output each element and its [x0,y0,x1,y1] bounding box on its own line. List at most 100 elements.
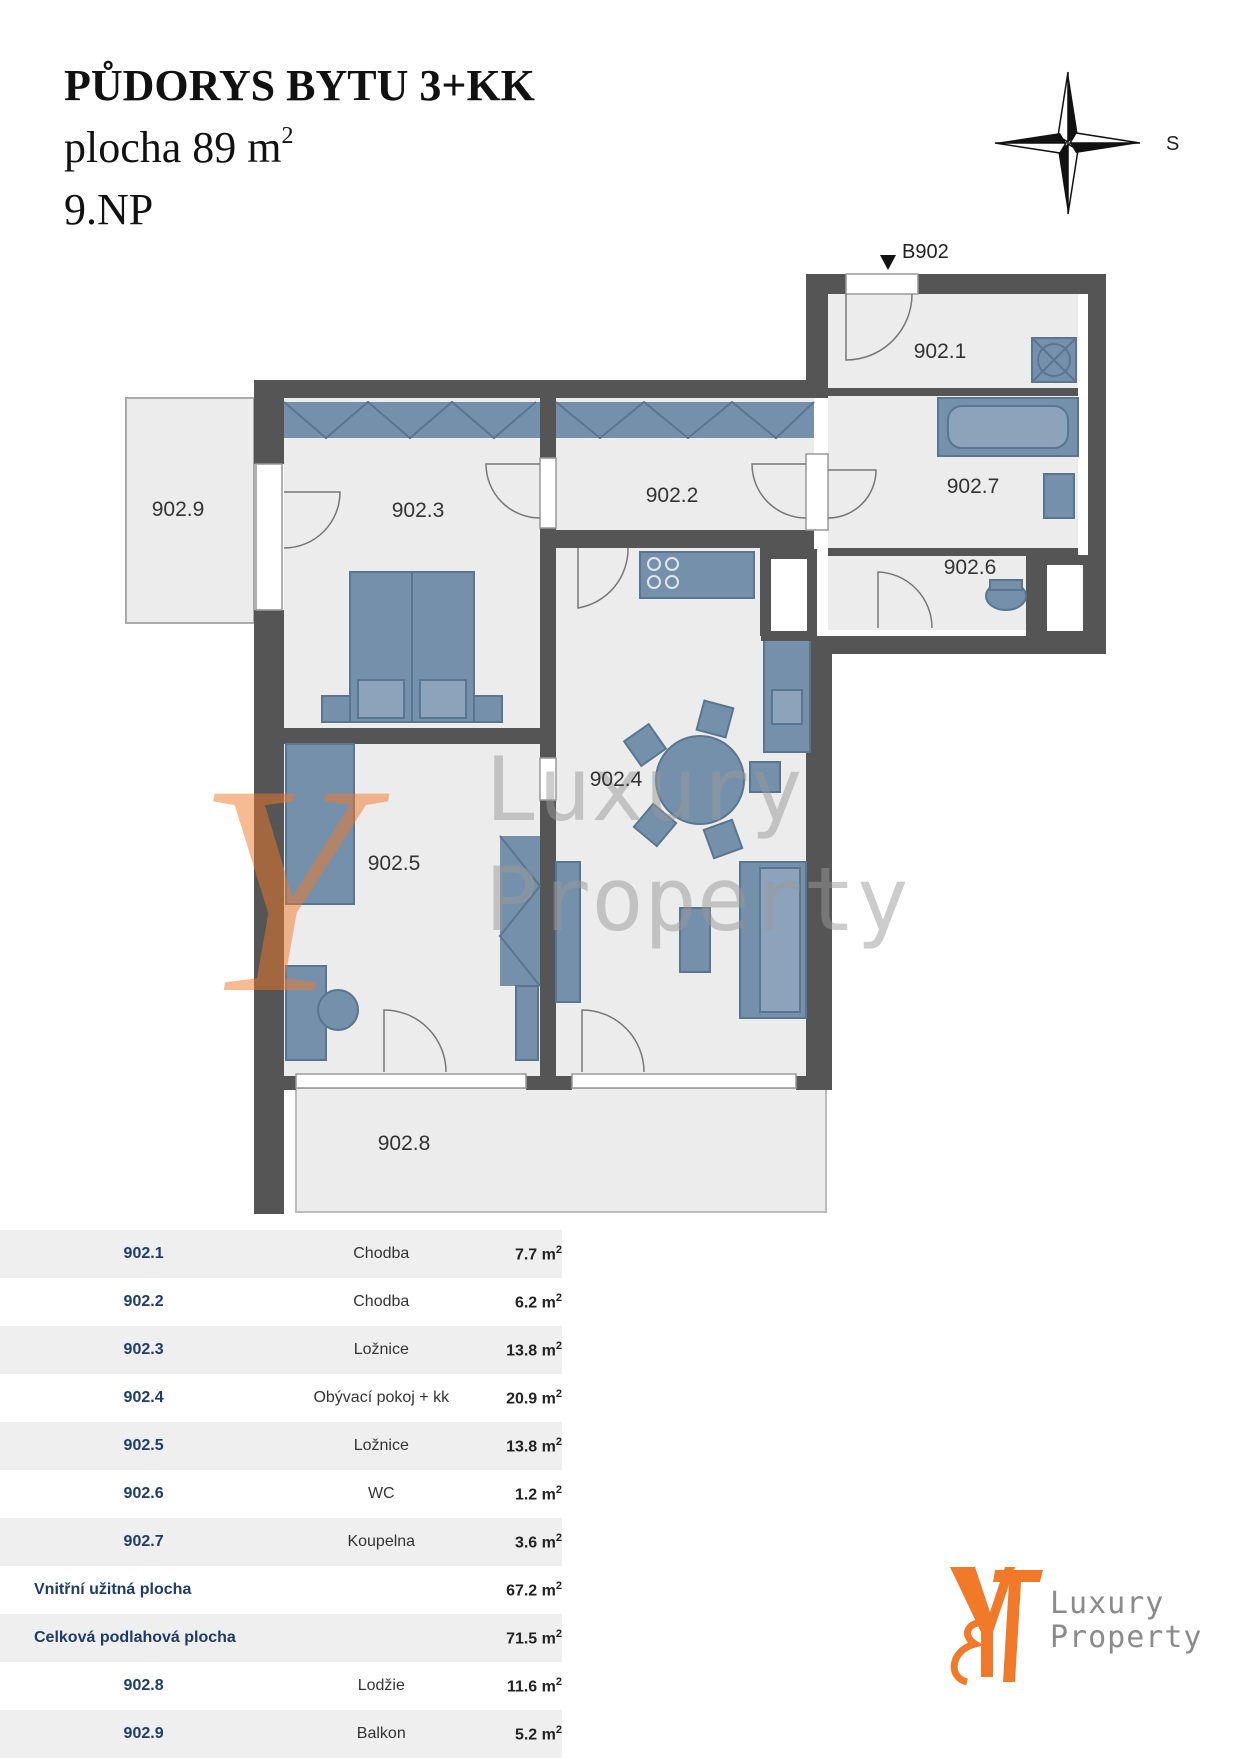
room-name [287,1566,476,1614]
double-bed [321,571,503,723]
room-area-unit-sup: 2 [555,1291,562,1304]
room-label-902-6: 902.6 [944,556,997,579]
room-name: Lodžie [287,1662,476,1710]
room-label-902-5: 902.5 [368,852,421,875]
room-area-value: 71.5 m [506,1630,556,1648]
room-area: 71.5 m2 [475,1614,562,1662]
room-code: 902.3 [0,1326,288,1374]
room-name: Koupelna [287,1518,476,1566]
door-swings [283,293,933,1073]
plan-floor: 9.NP [64,185,154,234]
floor-plan: S [125,71,1179,1214]
room-area-unit-sup: 2 [555,1339,562,1352]
company-logo: Luxury Property [945,1562,1205,1687]
entrance-arrow-icon [880,255,896,270]
room-area: 13.8 m2 [475,1422,562,1470]
room-area: 1.2 m2 [475,1470,562,1518]
room-area-value: 20.9 m [506,1390,556,1408]
room-label-902-1: 902.1 [914,340,967,363]
room-area-unit-sup: 2 [555,1387,562,1400]
bathroom-fixtures [937,337,1079,611]
room-area: 67.2 m2 [475,1566,562,1614]
room-label-902-3: 902.3 [392,499,445,522]
room-area-unit-sup: 2 [555,1675,562,1688]
compass-icon [994,71,1141,215]
room-code: Vnitřní užitná plocha [0,1566,288,1614]
room-area-unit-sup: 2 [555,1435,562,1448]
room-label-902-2: 902.2 [646,484,699,507]
room-area-value: 1.2 m [514,1486,556,1504]
room-area-unit-sup: 2 [555,1627,562,1640]
watermark-text-1: Luxury [485,738,803,841]
room-label-902-4: 902.4 [590,768,643,791]
openings [255,273,919,1089]
shafts [761,549,1093,641]
logo-mark-icon [950,1567,1043,1686]
room-code: 902.8 [0,1662,288,1710]
room-area-value: 7.7 m [514,1246,556,1264]
room-name: Chodba [287,1278,476,1326]
room-name [287,1614,476,1662]
room-area-value: 11.6 m [506,1678,556,1696]
room-area: 7.7 m2 [475,1230,562,1278]
room-name: WC [287,1470,476,1518]
room-area-unit-sup: 2 [555,1531,562,1544]
plan-area-unit-sup: 2 [281,123,294,149]
room-code: 902.1 [0,1230,288,1278]
room-label-902-9: 902.9 [152,498,205,521]
loggia-area [295,1087,827,1213]
room-name: Obývací pokoj + kk [287,1374,476,1422]
watermark-text-2: Property [485,848,909,951]
plan-area-value: plocha 89 m [64,123,282,172]
room-code: 902.9 [0,1710,288,1758]
room-code: 902.6 [0,1470,288,1518]
plan-title: PŮDORYS BYTU 3+KK [64,61,535,110]
dining-table [622,699,781,860]
room-area-row: Vnitřní užitná plocha 67.2 m2 [0,1566,562,1614]
room-name: Balkon [287,1710,476,1758]
room-code: 902.5 [0,1422,288,1470]
watermark: Y Luxury Property [196,723,909,1055]
room-area-value: 13.8 m [506,1342,556,1360]
room-area-unit-sup: 2 [555,1723,562,1736]
room-area: 13.8 m2 [475,1326,562,1374]
room-area-value: 67.2 m [506,1582,556,1600]
room-area-value: 13.8 m [506,1438,556,1456]
room-area: 5.2 m2 [475,1710,562,1758]
bedroom-2-furniture [285,743,539,1061]
room-area-row: Celková podlahová plocha 71.5 m2 [0,1614,562,1662]
compass-label: S [1166,133,1179,155]
wardrobes [283,400,815,987]
room-area-unit-sup: 2 [555,1579,562,1592]
room-area-unit-sup: 2 [555,1243,562,1256]
room-label-902-8: 902.8 [378,1132,431,1155]
room-area-value: 6.2 m [514,1294,556,1312]
room-area-unit-sup: 2 [555,1483,562,1496]
room-name: Ložnice [287,1326,476,1374]
living-furniture [555,861,807,1019]
room-name: Ložnice [287,1422,476,1470]
watermark-logo-mark: Y [196,723,393,1055]
room-code: Celková podlahová plocha [0,1614,288,1662]
room-area-value: 5.2 m [514,1726,556,1744]
room-label-902-7: 902.7 [947,475,1000,498]
room-area: 6.2 m2 [475,1278,562,1326]
room-name: Chodba [287,1230,476,1278]
logo-text-line2: Property [1050,1620,1203,1655]
room-code: 902.4 [0,1374,288,1422]
kitchen-unit [639,551,811,753]
room-area: 3.6 m2 [475,1518,562,1566]
room-code: 902.2 [0,1278,288,1326]
entrance-label: B902 [902,241,949,263]
balcony-area [125,397,255,624]
